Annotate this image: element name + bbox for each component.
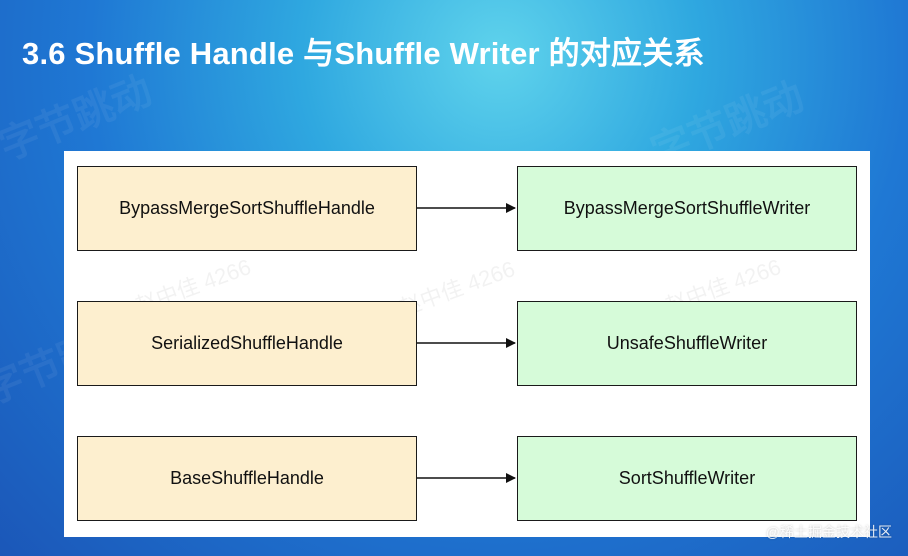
handle-box-bypass-merge-sort: BypassMergeSortShuffleHandle [77,166,417,251]
handle-label: SerializedShuffleHandle [151,333,343,353]
writer-label: BypassMergeSortShuffleWriter [563,198,811,218]
page-title: 3.6 Shuffle Handle 与Shuffle Writer 的对应关系 [22,36,705,71]
handle-label: BypassMergeSortShuffleHandle [119,198,375,218]
handle-box-serialized: SerializedShuffleHandle [77,301,417,386]
diagram-panel: 赵中佳 4266 赵中佳 4266 赵中佳 4266 BypassMergeSo… [64,151,870,537]
writer-box-sort: SortShuffleWriter [517,436,857,521]
handle-box-base: BaseShuffleHandle [77,436,417,521]
writer-label: UnsafeShuffleWriter [606,333,768,353]
writer-box-unsafe: UnsafeShuffleWriter [517,301,857,386]
writer-label: SortShuffleWriter [618,468,756,488]
connector-arrows [417,203,516,483]
source-credit: @稀土掘金技术社区 [765,524,892,540]
writer-box-bypass-merge-sort: BypassMergeSortShuffleWriter [517,166,857,251]
handle-label: BaseShuffleHandle [170,468,324,488]
